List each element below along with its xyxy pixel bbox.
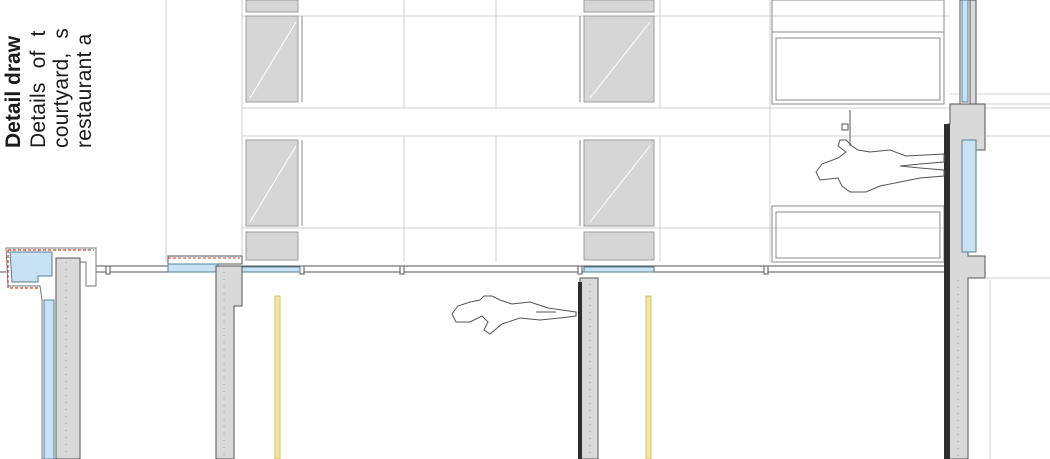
left-edge-column-detail — [0, 247, 97, 459]
middle-column-detail — [578, 277, 599, 459]
second-column-detail — [167, 255, 243, 459]
caption-line-2-word-b: s — [50, 27, 73, 39]
caption-line-1-word-a: Details — [27, 82, 50, 148]
caption-line-1: Details of t — [27, 28, 50, 148]
elevation-glazing-panels — [245, 0, 655, 261]
person-standing-figure — [815, 110, 945, 193]
caption-title: Detail draw — [2, 35, 25, 148]
caption-line-3: restaurant a — [73, 33, 96, 148]
caption-line-2: courtyard, s — [50, 28, 73, 148]
caption-line-1-word-b: of — [27, 50, 50, 69]
detail-caption: Detail draw Details of t courtyard, s resta… — [2, 28, 96, 148]
person-walking-figure — [451, 295, 577, 335]
slab-joint-markers — [105, 265, 769, 275]
right-wall-detail — [944, 0, 1050, 459]
caption-line-2-word-a: courtyard, — [50, 52, 73, 148]
insulation-strips — [274, 295, 652, 459]
caption-line-1-word-c: t — [27, 30, 50, 37]
